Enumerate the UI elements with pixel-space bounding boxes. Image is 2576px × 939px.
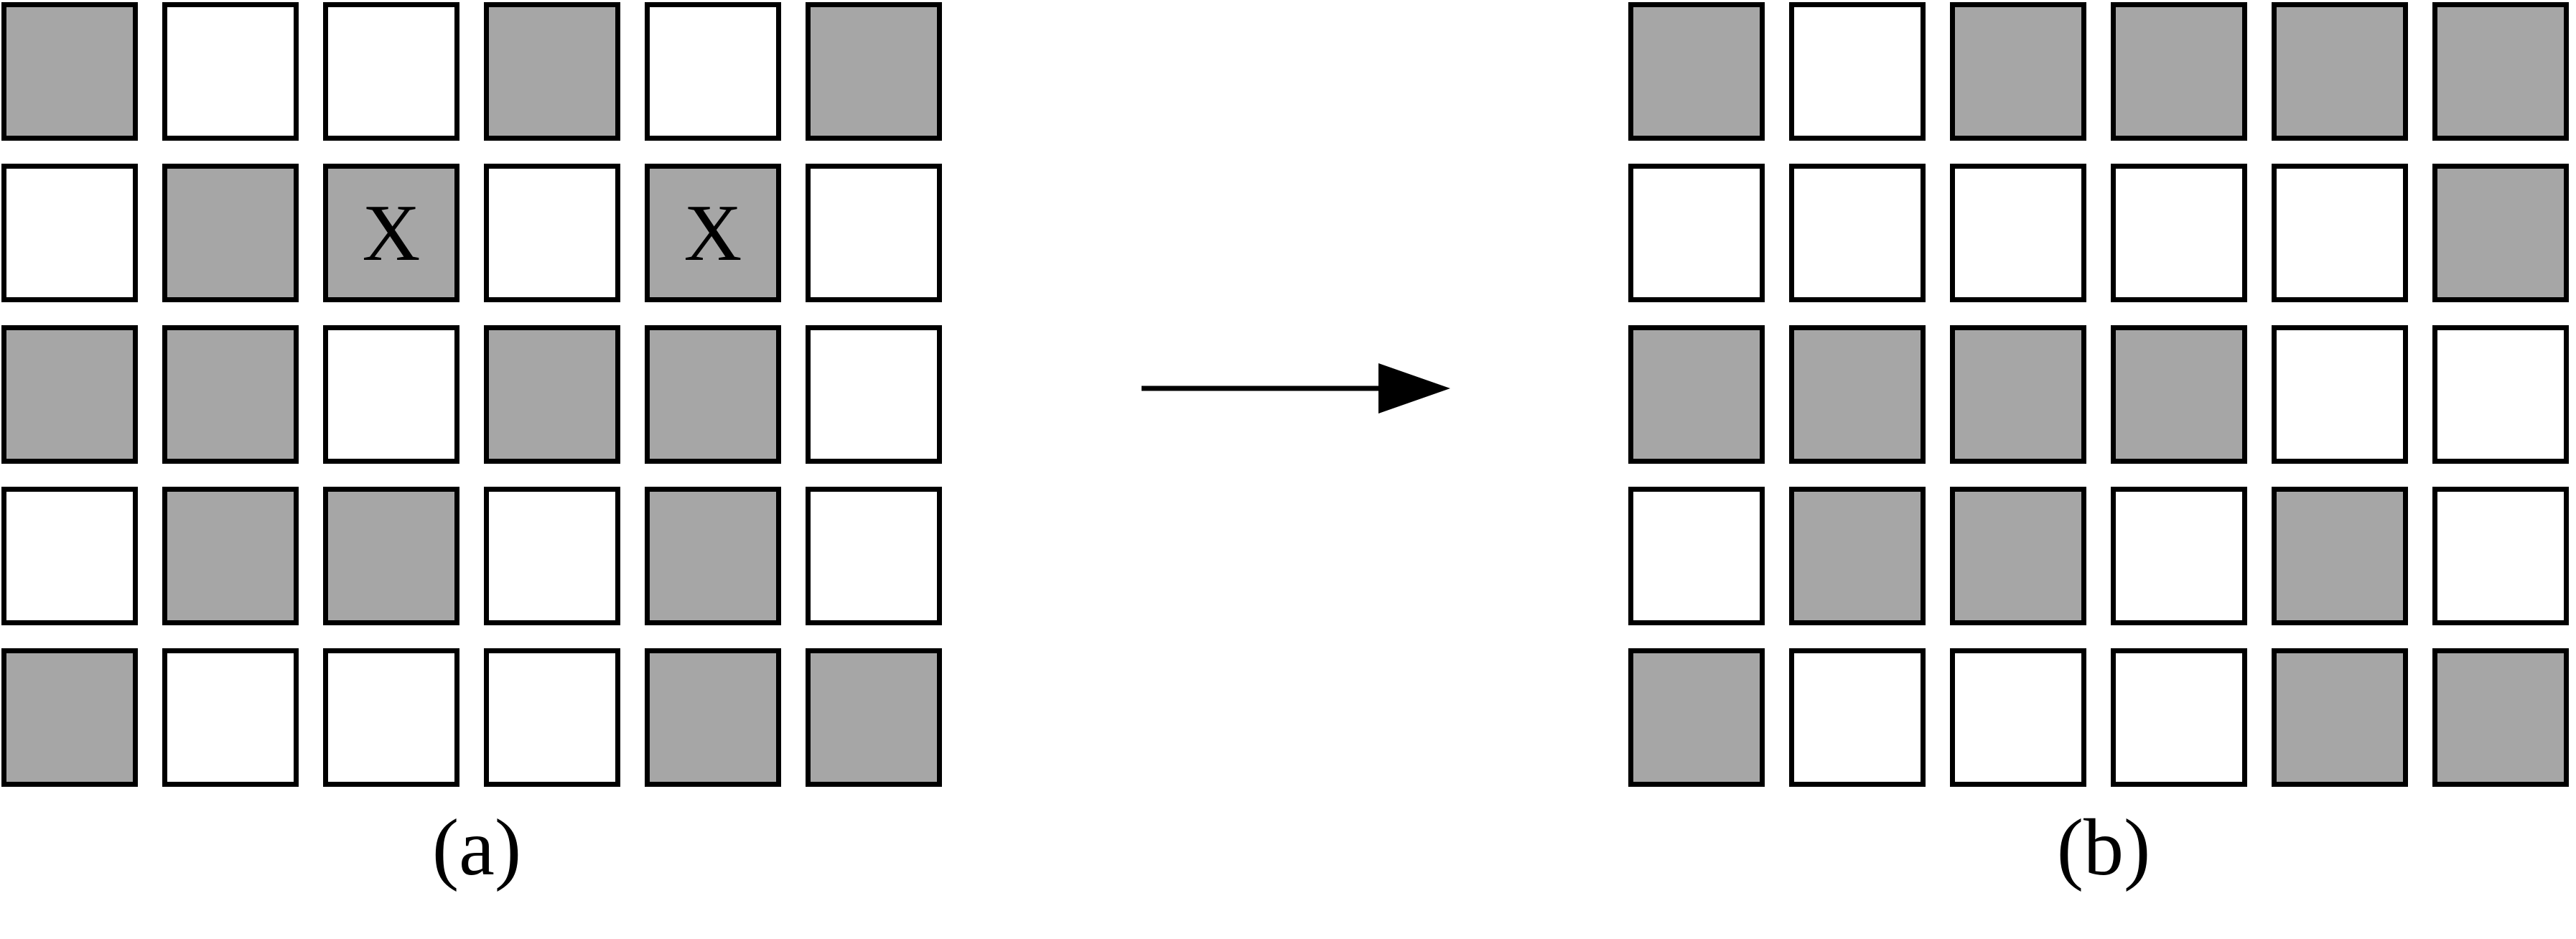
grid-cell <box>323 648 459 787</box>
grid-cell <box>162 487 299 625</box>
grid-cell <box>1 2 138 141</box>
grid-cell: X <box>645 164 781 302</box>
grid-cell <box>1950 648 2086 787</box>
grid-cell <box>1789 325 1926 464</box>
grid-cell <box>2432 325 2569 464</box>
grid-cell <box>2432 648 2569 787</box>
grid-cell <box>162 2 299 141</box>
grid-cell <box>323 487 459 625</box>
grid-cell <box>162 648 299 787</box>
grid-cell <box>1 487 138 625</box>
grid-b <box>1628 2 2569 787</box>
grid-cell <box>806 164 942 302</box>
grid-cell: X <box>323 164 459 302</box>
transform-arrow-icon <box>1142 363 1450 414</box>
grid-cell <box>484 2 620 141</box>
panel-label-a: (a) <box>431 803 522 892</box>
grid-cell <box>806 487 942 625</box>
grid-cell <box>1628 2 1765 141</box>
grid-cell <box>2272 2 2408 141</box>
grid-cell <box>2272 164 2408 302</box>
grid-cell <box>1628 648 1765 787</box>
grid-cell <box>1628 164 1765 302</box>
cell-mark: X <box>683 188 742 278</box>
panel-label-b: (b) <box>2056 803 2151 892</box>
grid-cell <box>2111 2 2247 141</box>
grid-cell <box>2272 487 2408 625</box>
grid-cell <box>2111 487 2247 625</box>
grid-cell <box>1950 164 2086 302</box>
grid-cell <box>1 164 138 302</box>
arrow-head <box>1378 363 1450 414</box>
grid-cell <box>645 2 781 141</box>
grid-cell <box>2432 164 2569 302</box>
grid-cell <box>1950 487 2086 625</box>
grid-cell <box>806 648 942 787</box>
grid-cell <box>645 325 781 464</box>
grid-cell <box>2111 164 2247 302</box>
grid-cell <box>1628 325 1765 464</box>
grid-cell <box>1789 164 1926 302</box>
grid-cell <box>2432 2 2569 141</box>
grid-cell <box>323 325 459 464</box>
grid-cell <box>806 2 942 141</box>
grid-cell <box>1789 2 1926 141</box>
grid-cell <box>1950 325 2086 464</box>
grid-cell <box>162 325 299 464</box>
grid-cell <box>484 164 620 302</box>
grid-cell <box>2111 648 2247 787</box>
grid-cell <box>1 325 138 464</box>
grid-cell <box>484 325 620 464</box>
grid-cell <box>645 487 781 625</box>
grid-cell <box>2432 487 2569 625</box>
grid-cell <box>484 648 620 787</box>
grid-cell <box>484 487 620 625</box>
grid-cell <box>323 2 459 141</box>
grid-cell <box>1950 2 2086 141</box>
grid-cell <box>1789 648 1926 787</box>
grid-cell <box>2111 325 2247 464</box>
grid-cell <box>1628 487 1765 625</box>
grid-cell <box>645 648 781 787</box>
grid-cell <box>2272 325 2408 464</box>
grid-cell <box>806 325 942 464</box>
cell-mark: X <box>362 188 421 278</box>
grid-cell <box>2272 648 2408 787</box>
grid-cell <box>162 164 299 302</box>
grid-cell <box>1789 487 1926 625</box>
grid-cell <box>1 648 138 787</box>
